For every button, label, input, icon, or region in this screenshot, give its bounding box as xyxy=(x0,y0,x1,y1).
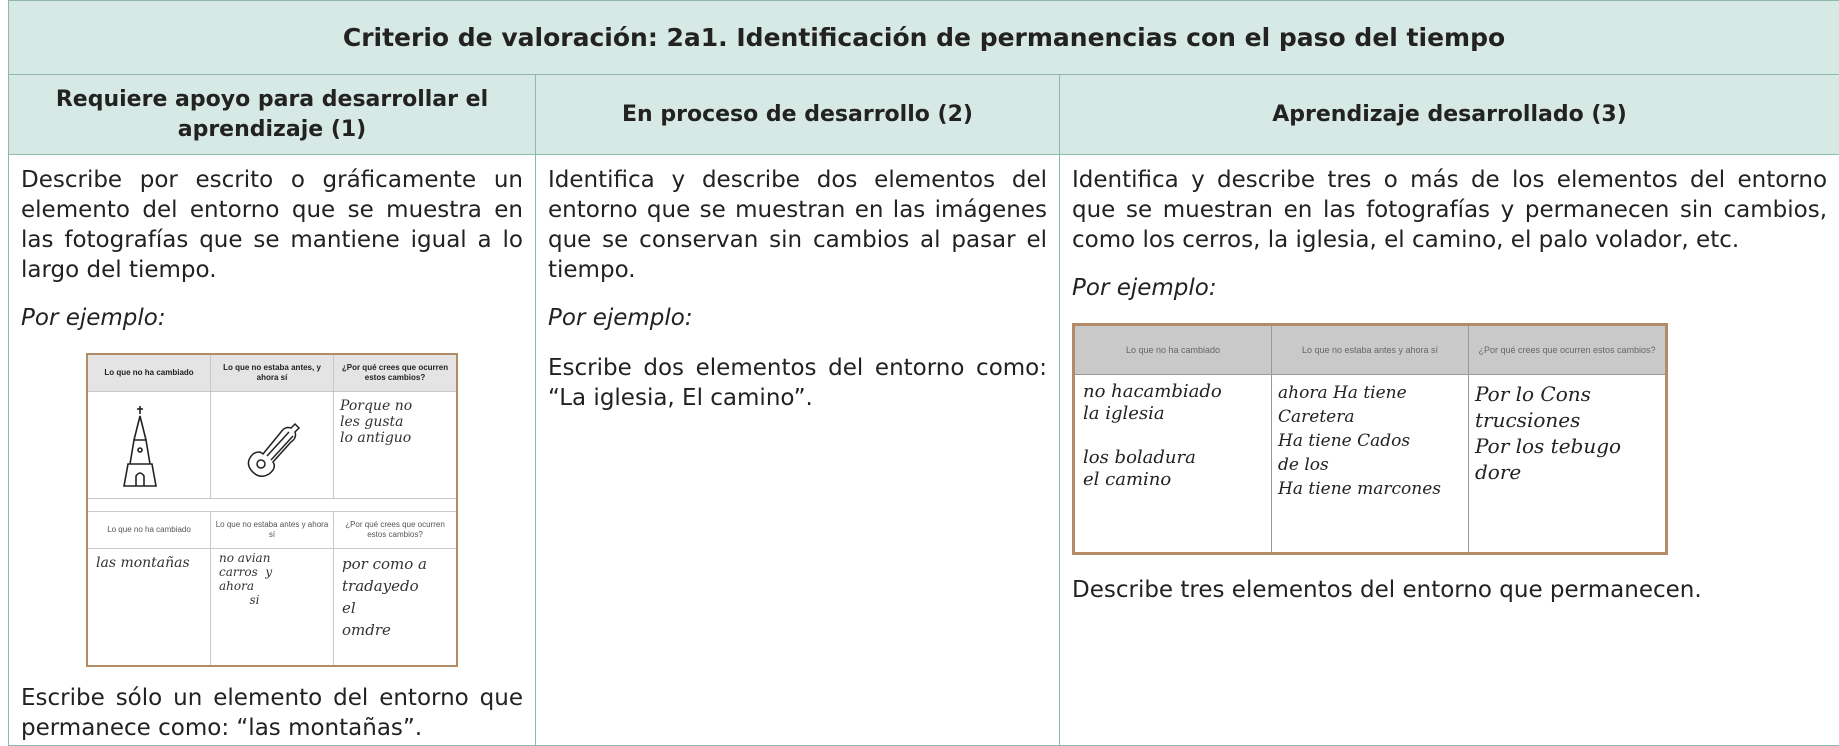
sheet1-header2-why: ¿Por qué crees que ocurren estos cambios… xyxy=(334,512,456,548)
level-2-cell: Identifica y describe dos elementos del … xyxy=(536,155,1060,746)
student-worksheet-image-2: Lo que no ha cambiado Lo que no estaba a… xyxy=(1072,323,1668,555)
handwritten-answer: las montañas xyxy=(96,555,190,571)
handwritten-answer: no hacambiado la iglesia los boladura el… xyxy=(1083,381,1222,491)
level-1-cell: Describe por escrito o gráficamente un e… xyxy=(9,155,536,746)
level-1-example-label: Por ejemplo: xyxy=(21,303,523,333)
sheet1-answer-unchanged: las montañas xyxy=(88,549,211,665)
rubric-title: Criterio de valoración: 2a1. Identificac… xyxy=(9,1,1839,75)
sheet1-answer-why: por como a tradayedo el omdre xyxy=(334,549,456,665)
sheet2-answer-new: ahora Ha tiene Caretera Ha tiene Cados d… xyxy=(1272,375,1469,553)
sheet1-answer-new: no avian carros y ahora si xyxy=(211,549,334,665)
handwritten-answer: por como a tradayedo el omdre xyxy=(342,553,427,641)
rubric-table: Criterio de valoración: 2a1. Identificac… xyxy=(8,0,1839,746)
sheet2-header-new: Lo que no estaba antes y ahora sí xyxy=(1272,326,1469,374)
handwritten-answer: Por lo Cons trucsiones Por los tebugo do… xyxy=(1475,381,1621,485)
sheet1-header2-new: Lo que no estaba antes y ahora sí xyxy=(211,512,334,548)
level-1-closing: Escribe sólo un elemento del entorno que… xyxy=(21,683,523,743)
handwritten-answer: ahora Ha tiene Caretera Ha tiene Cados d… xyxy=(1278,381,1441,501)
level-3-example-label: Por ejemplo: xyxy=(1072,273,1827,303)
sheet2-header-unchanged: Lo que no ha cambiado xyxy=(1075,326,1272,374)
guitar-drawing xyxy=(211,392,334,498)
level-1-description: Describe por escrito o gráficamente un e… xyxy=(21,165,523,285)
level-2-heading: En proceso de desarrollo (2) xyxy=(536,75,1060,155)
church-drawing xyxy=(88,392,211,498)
sheet2-header-why: ¿Por qué crees que ocurren estos cambios… xyxy=(1469,326,1665,374)
level-3-heading: Aprendizaje desarrollado (3) xyxy=(1060,75,1839,155)
level-2-closing: Escribe dos elementos del entorno como: … xyxy=(548,353,1047,413)
level-1-heading: Requiere apoyo para desarrollar el apren… xyxy=(9,75,536,155)
level-3-description: Identifica y describe tres o más de los … xyxy=(1072,165,1827,255)
sheet2-answer-unchanged: no hacambiado la iglesia los boladura el… xyxy=(1075,375,1272,553)
sheet1-header2-unchanged: Lo que no ha cambiado xyxy=(88,512,211,548)
level-3-cell: Identifica y describe tres o más de los … xyxy=(1060,155,1839,746)
level-2-example-label: Por ejemplo: xyxy=(548,303,1047,333)
sheet1-header-unchanged: Lo que no ha cambiado xyxy=(88,355,211,391)
handwritten-answer: no avian carros y ahora si xyxy=(219,551,272,607)
level-2-description: Identifica y describe dos elementos del … xyxy=(548,165,1047,285)
sheet1-header-new: Lo que no estaba antes, y ahora sí xyxy=(211,355,334,391)
sheet2-answer-why: Por lo Cons trucsiones Por los tebugo do… xyxy=(1469,375,1665,553)
sheet1-header-why: ¿Por qué crees que ocurren estos cambios… xyxy=(334,355,456,391)
level-3-closing: Describe tres elementos del entorno que … xyxy=(1072,575,1827,605)
handwritten-answer: Porque no les gusta lo antiguo xyxy=(340,398,412,446)
sheet1-answer-why-top: Porque no les gusta lo antiguo xyxy=(334,392,456,498)
student-worksheet-image-1: Lo que no ha cambiado Lo que no estaba a… xyxy=(86,353,458,667)
